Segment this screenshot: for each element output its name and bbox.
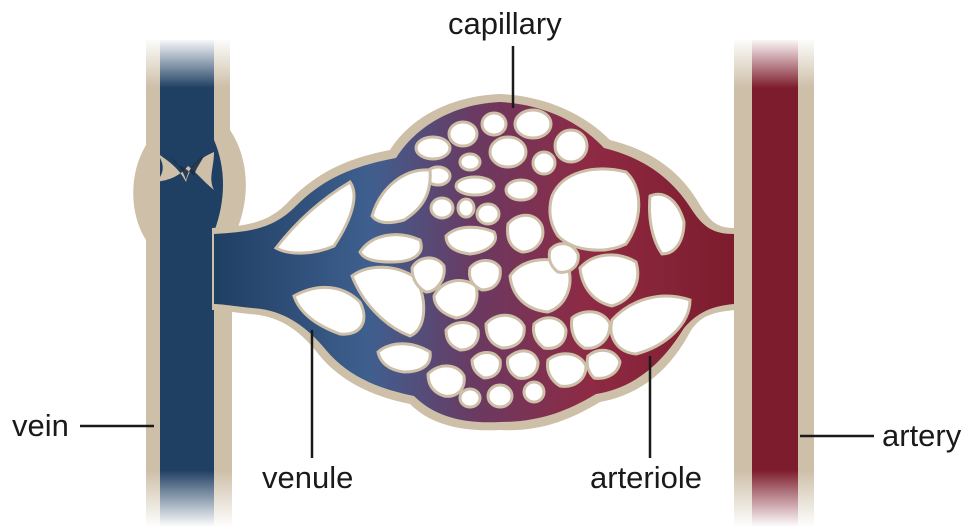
vein-label: vein bbox=[12, 410, 69, 441]
artery-lumen bbox=[752, 40, 798, 527]
artery-label: artery bbox=[882, 420, 961, 451]
capillary-label: capillary bbox=[448, 8, 562, 39]
artery-vessel bbox=[726, 40, 814, 527]
venule-label: venule bbox=[262, 462, 353, 493]
arteriole-label: arteriole bbox=[590, 462, 702, 493]
capillary-network bbox=[212, 94, 736, 430]
